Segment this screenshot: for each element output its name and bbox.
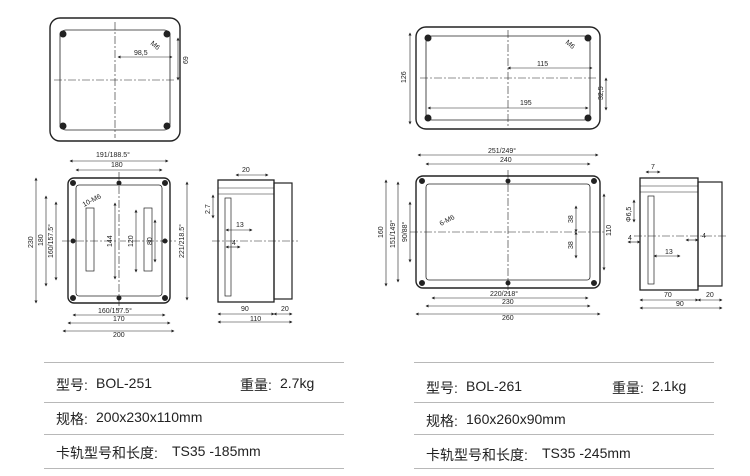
dim-front-h-144: 144 xyxy=(107,235,114,247)
rail-label: 卡轨型号和长度: xyxy=(56,445,158,461)
dim-front-w-230: 230 xyxy=(502,299,514,306)
dim-top-195: 195 xyxy=(520,100,532,107)
dim-front-h-38b: 38 xyxy=(568,241,575,249)
table-divider xyxy=(414,468,714,469)
table-divider xyxy=(44,468,344,469)
dim-side-70: 70 xyxy=(664,292,672,299)
dim-top-115: 115 xyxy=(537,61,548,68)
dim-side-20-bot: 20 xyxy=(281,306,289,313)
dim-top-thread-r: M6 xyxy=(564,39,576,51)
dim-side-20-r: 20 xyxy=(706,292,714,299)
dim-side-7: 7 xyxy=(651,164,655,171)
size-label: 规格: xyxy=(426,413,458,429)
dim-front-h-90: 90/88° xyxy=(401,221,409,242)
model-value: BOL-251 xyxy=(96,375,153,391)
dim-side-d6-5: Φ6,5 xyxy=(626,207,633,222)
dim-front-w-outer: 191/188.5° xyxy=(96,151,130,159)
bol261-spec-table: 型号: BOL-261 重量: 2.1kg 规格: 160x260x90mm 卡… xyxy=(414,362,714,472)
dim-top-width: 98,5 xyxy=(134,50,148,57)
dim-front-h-a: 180 xyxy=(38,234,45,246)
dim-front-w-170: 170 xyxy=(113,316,125,323)
rail-value: TS35 -185mm xyxy=(172,443,261,459)
table-divider xyxy=(414,362,714,363)
dim-front-h-120: 120 xyxy=(128,235,135,247)
model-label: 型号: xyxy=(426,380,458,396)
table-divider xyxy=(44,434,344,435)
dim-side-13: 13 xyxy=(236,222,244,229)
table-divider xyxy=(44,402,344,403)
dim-front-h-151: 151/149° xyxy=(389,220,397,248)
dim-side-20-top: 20 xyxy=(242,167,250,174)
rail-label: 卡轨型号和长度: xyxy=(426,447,528,463)
dim-front-h-80: 80 xyxy=(147,237,154,245)
weight-label: 重量: xyxy=(240,377,272,393)
dim-front-w-bot: 160/157.5° xyxy=(98,307,132,315)
dim-top-32-5: 32,5 xyxy=(598,86,605,100)
dim-side-4: 4 xyxy=(232,240,236,247)
size-value: 200x230x110mm xyxy=(96,409,203,425)
bol261-top-view xyxy=(408,26,608,130)
bol251-spec-table: 型号: BOL-251 重量: 2.7kg 规格: 200x230x110mm … xyxy=(44,362,344,472)
dim-front-h-outer: 230 xyxy=(28,236,35,248)
dim-front-w-260: 260 xyxy=(502,315,514,322)
weight-value: 2.7kg xyxy=(280,375,315,391)
dim-front-h-110: 110 xyxy=(606,225,613,236)
dim-front-h-160: 160 xyxy=(378,226,385,238)
model-value: BOL-261 xyxy=(466,378,523,394)
dim-side-13-r: 13 xyxy=(665,249,673,256)
dim-side-2-7: 2.7 xyxy=(205,204,212,214)
dim-front-thread: 10-M6 xyxy=(82,193,103,209)
model-label: 型号: xyxy=(56,377,88,393)
bol261-front-view xyxy=(384,153,606,316)
rail-value: TS35 -245mm xyxy=(542,445,631,461)
dim-front-w-outer-r: 251/249° xyxy=(488,147,516,155)
size-value: 160x260x90mm xyxy=(466,411,566,427)
table-divider xyxy=(44,362,344,363)
table-divider xyxy=(414,434,714,435)
bol251-side-view xyxy=(211,173,298,324)
dim-side-90-r: 90 xyxy=(676,301,684,308)
dim-side-4a: 4 xyxy=(628,235,632,242)
dim-front-w-inner: 180 xyxy=(111,162,123,169)
size-label: 规格: xyxy=(56,411,88,427)
bol251-top-view xyxy=(49,17,181,142)
dim-top-thread: M6 xyxy=(149,40,161,52)
weight-value: 2.1kg xyxy=(652,378,687,394)
weight-label: 重量: xyxy=(612,380,644,396)
dim-front-h-38a: 38 xyxy=(568,215,575,223)
dim-front-thread-r: 6-M6 xyxy=(439,214,456,228)
dim-side-90: 90 xyxy=(241,306,249,313)
dim-front-w-200: 200 xyxy=(113,332,125,339)
dim-front-w-240: 240 xyxy=(500,157,512,164)
dim-top-height: 69 xyxy=(183,56,190,64)
dim-front-w-220: 220/218° xyxy=(490,290,518,298)
bol251-front-view xyxy=(34,159,189,333)
dim-top-h-126: 126 xyxy=(401,71,408,83)
dim-side-110: 110 xyxy=(250,316,261,323)
dim-front-h-b: 160/157.5° xyxy=(47,224,55,258)
dim-side-4b: 4 xyxy=(702,233,706,240)
bol261-side-view xyxy=(627,170,728,310)
dim-front-h-right: 221/218.5° xyxy=(178,224,186,258)
table-divider xyxy=(414,402,714,403)
